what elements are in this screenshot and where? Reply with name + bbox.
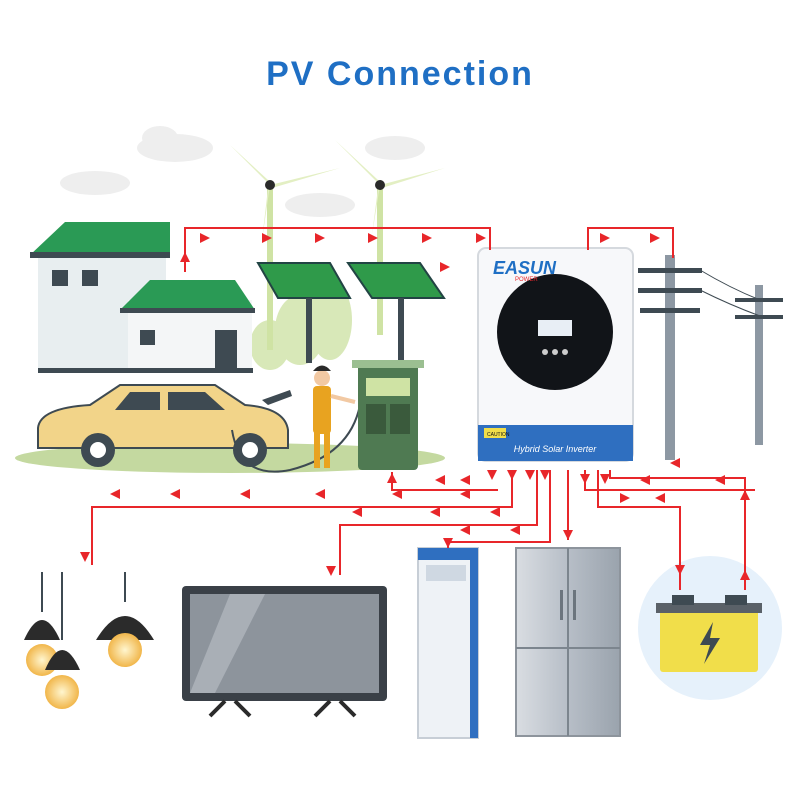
car-icon [37, 384, 292, 467]
inverter-icon [477, 247, 634, 462]
inverter-label: Hybrid Solar Inverter [514, 444, 598, 454]
pendant-lamp-icon [45, 572, 80, 709]
lightning-icon [700, 622, 720, 664]
clouds [60, 126, 425, 217]
house-icon [120, 280, 255, 372]
utility-pole-icon [638, 255, 702, 460]
solar-panel-icon [256, 262, 352, 363]
ev-charger-icon [352, 360, 424, 470]
refrigerator-icon [515, 547, 621, 737]
inverter-brand-sub: POWER [515, 277, 538, 283]
power-lines [699, 269, 761, 317]
ground [15, 443, 445, 473]
wind-turbine-icon [335, 140, 445, 335]
page-title: PV Connection [266, 55, 534, 93]
inverter-caution: CAUTION [487, 432, 510, 438]
pendant-lamp-icon [96, 572, 154, 667]
worker-icon [313, 365, 356, 468]
air-conditioner-icon [417, 547, 479, 739]
battery-icon [638, 556, 782, 700]
tv-icon [182, 586, 387, 718]
charging-cable [231, 404, 361, 473]
solar-panel-icon [346, 262, 446, 363]
flow-arrows [80, 233, 750, 580]
inverter-brand: EASUN [493, 258, 557, 278]
